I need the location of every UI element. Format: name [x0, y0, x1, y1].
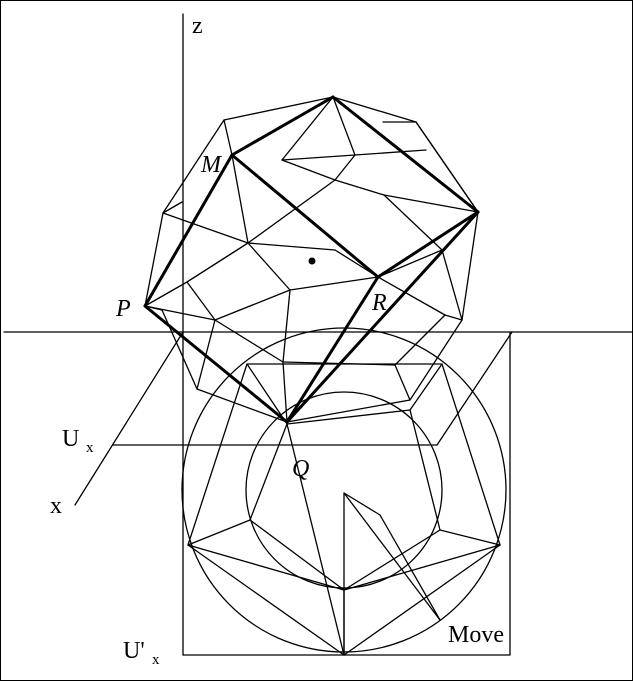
edge-top-left [230, 95, 335, 157]
axes [3, 13, 633, 656]
outer-pentagon [187, 363, 501, 656]
move-line [343, 492, 441, 621]
edge-top-right [331, 95, 480, 214]
label-ux: U [62, 426, 79, 452]
labels: z x U x U' x M P R Q Move [50, 13, 504, 668]
label-M: M [200, 152, 223, 178]
label-move: Move [448, 622, 504, 648]
label-P: P [115, 296, 131, 322]
label-R: R [371, 290, 387, 316]
edge-right-Q [285, 210, 480, 424]
label-ux-sub: x [86, 440, 94, 456]
move-indicator [343, 492, 441, 656]
edge-M-R [230, 153, 380, 279]
label-uxp: U' [123, 638, 145, 664]
plan-projection [181, 327, 507, 656]
edge-R-right [376, 210, 480, 279]
label-x: x [50, 493, 62, 519]
edge-M-P [143, 153, 234, 308]
label-Q: Q [292, 456, 309, 482]
label-z: z [192, 13, 203, 39]
edge-R-Q [285, 275, 380, 424]
edge-P-Q [143, 304, 289, 424]
x-axis [74, 331, 184, 506]
label-uxp-sub: x [152, 652, 160, 668]
center-dot [308, 257, 316, 265]
polyhedron-thin-edges [144, 96, 479, 423]
inner-pentagon [249, 409, 441, 591]
cube-thick-edges [143, 95, 480, 424]
uxp-plane [182, 331, 511, 656]
